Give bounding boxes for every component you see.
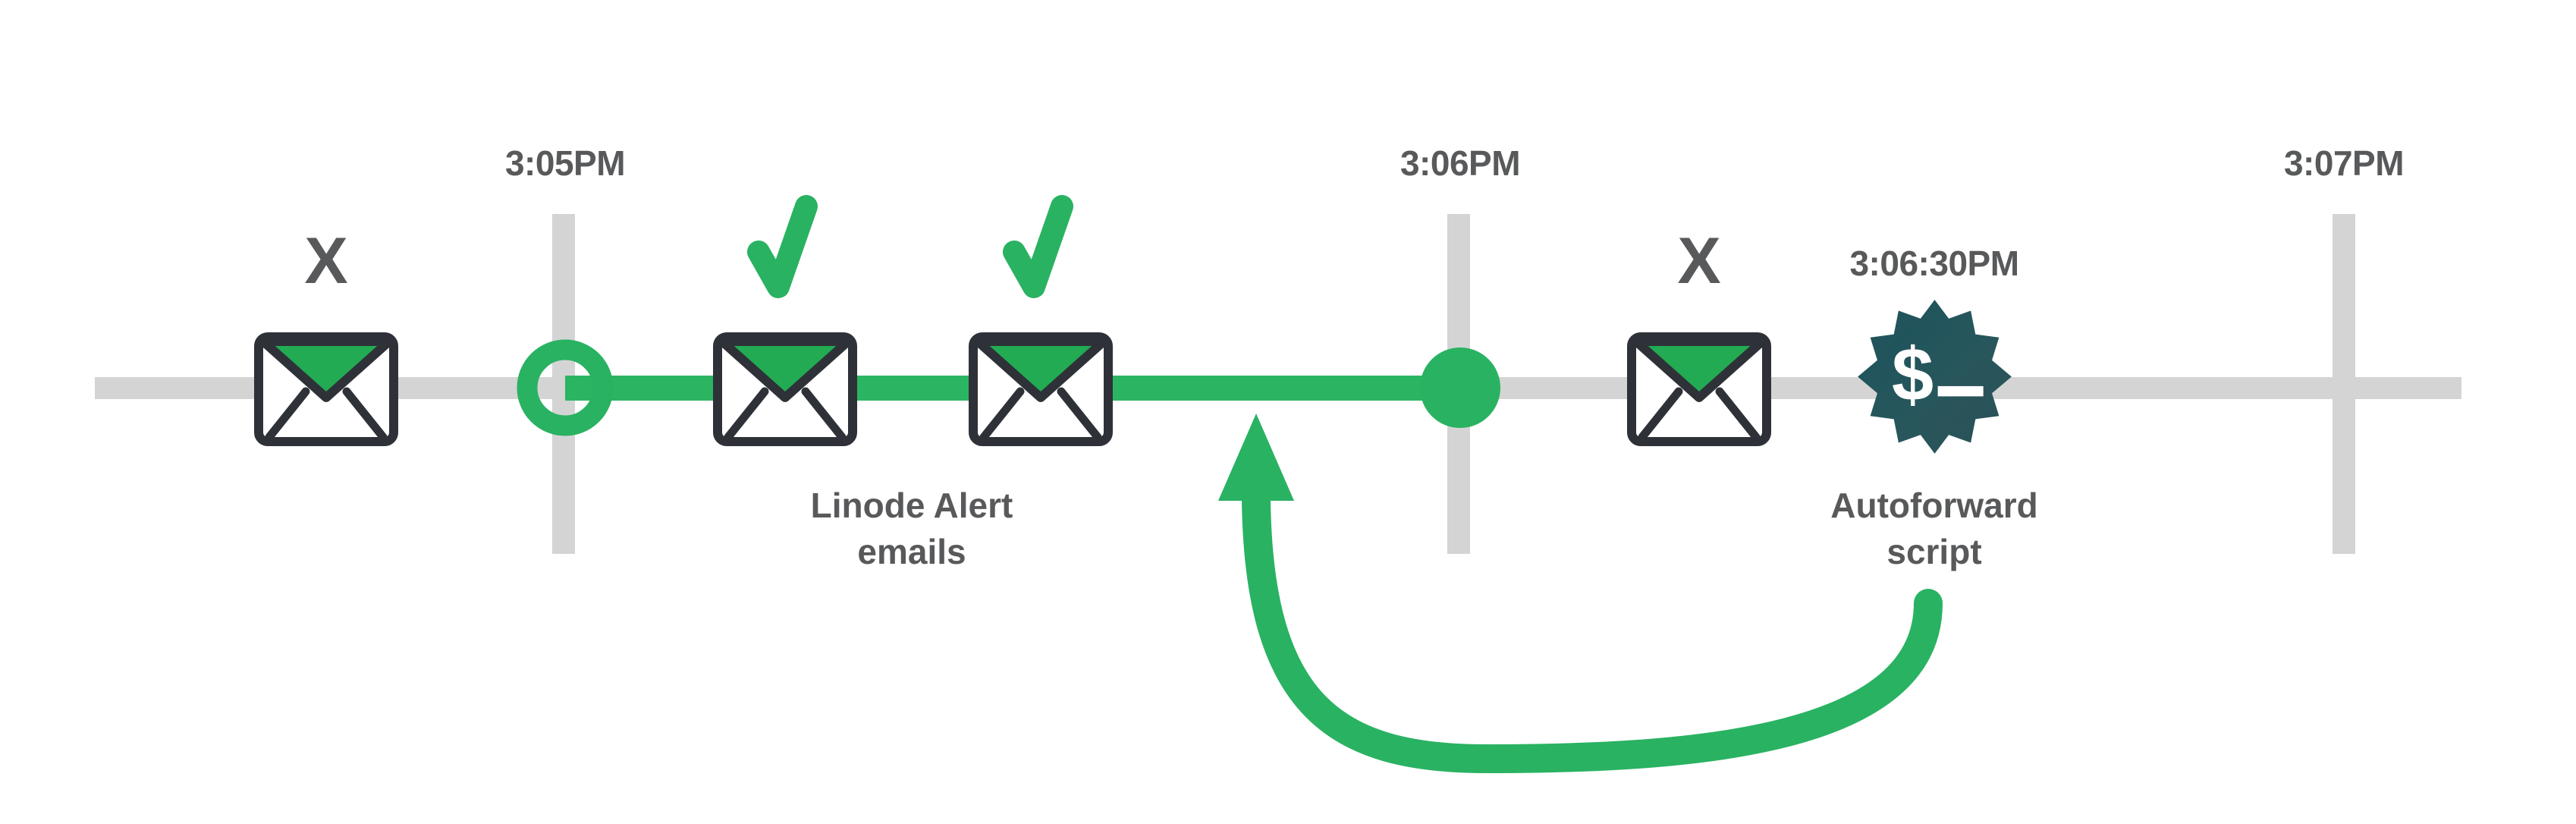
envelope-icon[interactable]	[1632, 337, 1767, 442]
linode-alert-emails-label: Linode Alert emails	[811, 483, 1013, 574]
status-mark-failed: X	[1677, 225, 1721, 297]
linode-alert-emails-label-line1: Linode Alert	[810, 486, 1013, 525]
script-time-label: 3:06:30PM	[1849, 244, 2019, 283]
tick-label-306: 3:06PM	[1400, 143, 1521, 183]
tick-label-307: 3:07PM	[2283, 143, 2405, 183]
envelope-icon[interactable]	[718, 337, 853, 442]
check-icon	[1003, 195, 1073, 298]
autoforward-script-label-line1: Autoforward	[1830, 486, 2038, 525]
check-icon	[747, 195, 818, 298]
autoforward-script-label-line2: script	[1886, 531, 1982, 571]
tick-mark-307	[2333, 214, 2355, 554]
linode-alert-emails-label-line2: emails	[857, 531, 966, 571]
gear-dollar-script-icon[interactable]	[1858, 300, 2012, 454]
marker-ring-305	[517, 339, 614, 436]
envelope-icon[interactable]	[973, 337, 1108, 442]
marker-dot-306	[1420, 348, 1500, 428]
tick-label-305: 3:05PM	[504, 143, 626, 183]
autoforward-feedback-arrow	[1218, 414, 1943, 774]
status-mark-failed: X	[304, 225, 348, 297]
autoforward-script-label: Autoforward script	[1830, 483, 2037, 574]
envelope-icon[interactable]	[259, 337, 394, 442]
